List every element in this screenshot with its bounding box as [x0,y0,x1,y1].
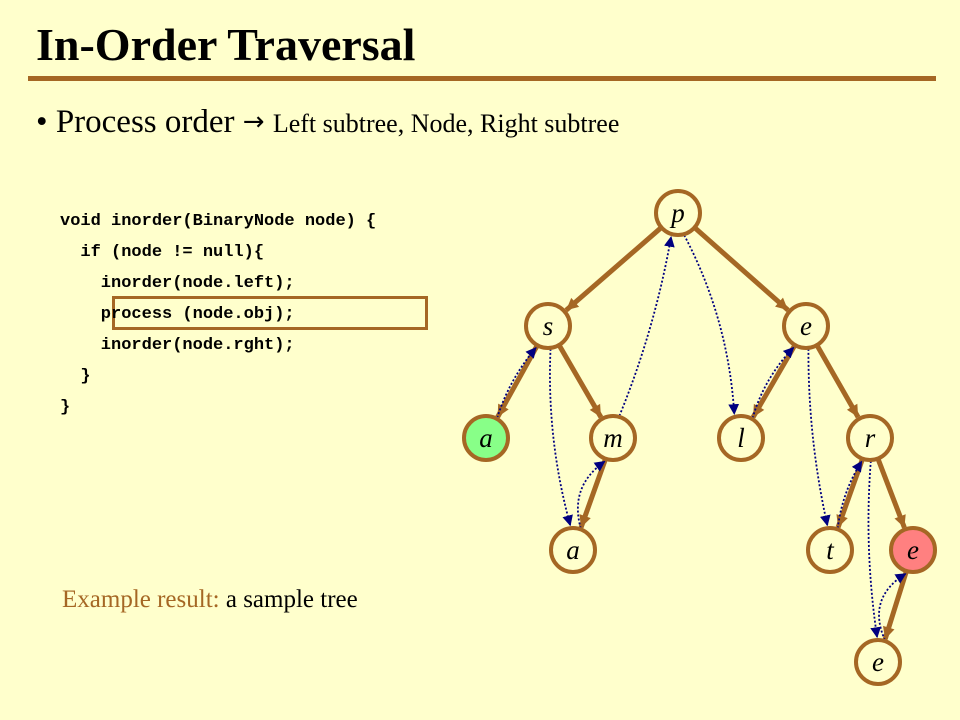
tree-node-r: r [846,414,894,462]
tree-node-label: l [737,423,745,453]
tree-node-label: a [566,535,580,565]
bullet-text: Process order [55,104,235,140]
tree-edge [495,344,540,419]
tree-edge-arrowhead [846,403,859,418]
tree-node-a1: a [462,414,510,462]
tree-edge [814,343,861,419]
code-line: void inorder(BinaryNode node) { [60,212,377,231]
code-line-highlighted: process (node.obj); [60,305,295,324]
code-line: } [60,398,71,417]
tree-edge [750,343,798,419]
tree-edge [556,343,604,419]
tree-edge-arrowhead [753,403,765,418]
tree-edge-arrowhead [775,297,789,311]
tree-node-circle [806,526,854,574]
traversal-arrow [683,234,740,416]
tree-node-label: p [669,198,685,228]
code-line: inorder(node.left); [60,274,295,293]
title-rule [28,76,936,81]
traversal-arrow [618,235,675,417]
tree-edge [692,225,790,312]
tree-node-e1: e [782,302,830,350]
code-line: if (node != null){ [60,243,265,262]
tree-node-t: t [806,526,854,574]
tree-node-label: a [479,423,493,453]
tree-edge-arrowhead [894,514,906,528]
tree-edge-arrowhead [836,514,848,528]
tree-node-p: p [654,189,702,237]
tree-nodes: p s e a m a l r t e e [462,189,937,686]
example-value: a sample tree [225,586,358,613]
tree-node-label: s [543,311,554,341]
tree-node-circle [549,526,597,574]
traversal-path [496,234,907,641]
traversal-arrow [836,460,863,529]
tree-edge-arrowhead [883,625,895,640]
traversal-arrow [807,348,831,527]
tree-node-circle [889,526,937,574]
traversal-arrow [549,348,573,527]
tree-node-circle [524,302,572,350]
tree-node-m: m [589,414,637,462]
tree-node-circle [717,414,765,462]
bullet-marker: • [36,104,48,140]
tree-edge [564,225,664,313]
tree-node-label: e [800,311,812,341]
slide-title: In-Order Traversal [36,19,416,70]
traversal-arrow [577,460,606,529]
tree-edge-arrowhead [497,403,509,418]
tree-node-label: r [865,423,876,453]
code-line: } [60,367,91,386]
tree-node-circle [782,302,830,350]
tree-node-circle [589,414,637,462]
tree-node-a2: a [549,526,597,574]
tree-node-circle [854,638,902,686]
code-line: inorder(node.rght); [60,336,295,355]
tree-edges [495,225,909,640]
tree-node-label: t [826,535,835,565]
code-block: void inorder(BinaryNode node) { if (node… [60,206,376,423]
tree-node-label: m [603,423,623,453]
tree-edge-arrowhead [579,514,591,528]
tree-node-e3: e [854,638,902,686]
tree-edge [875,457,907,529]
example-result: Example result: a sample tree [62,587,358,612]
bullet-point: • Process order → Left subtree, Node, Ri… [36,106,619,139]
traversal-arrow [751,346,795,419]
tree-node-label: e [872,647,884,677]
bullet-detail: Left subtree, Node, Right subtree [272,109,620,138]
code-highlight-box [112,296,428,330]
traversal-arrow [496,347,537,419]
traversal-arrow [867,460,882,639]
example-label: Example result: [62,586,220,613]
tree-node-circle [846,414,894,462]
tree-node-label: e [907,535,919,565]
tree-edge-arrowhead [566,297,580,311]
tree-node-s: s [524,302,572,350]
right-arrow-icon: → [242,107,265,137]
tree-node-circle [462,414,510,462]
tree-edge-arrowhead [589,403,601,418]
traversal-arrow [878,573,907,641]
tree-node-e2: e [889,526,937,574]
tree-node-l: l [717,414,765,462]
tree-node-circle [654,189,702,237]
